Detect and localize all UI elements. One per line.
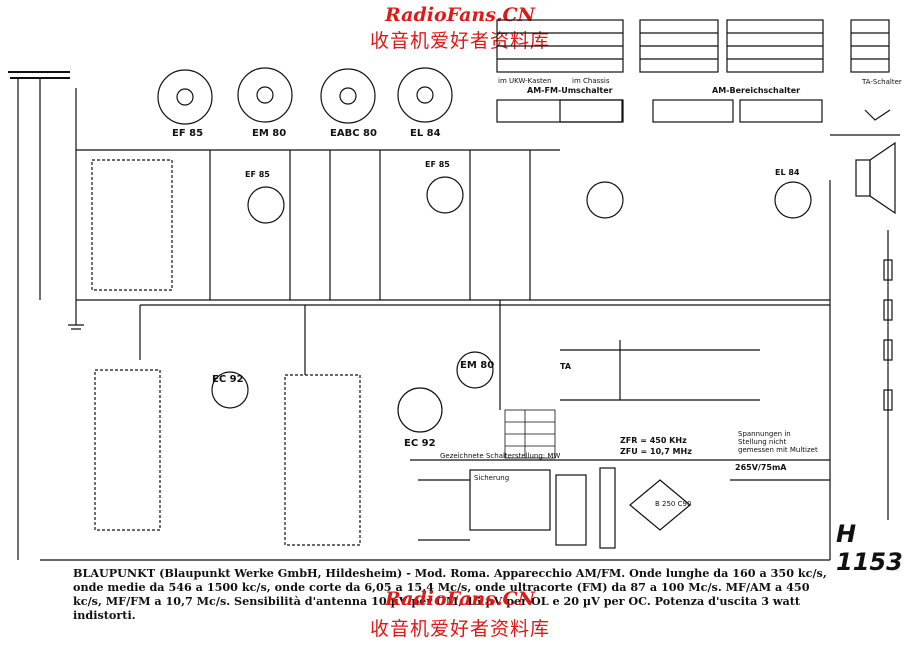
tube-label-el84-top: EL 84 (410, 128, 441, 139)
tube-label-em80-top: EM 80 (252, 128, 287, 139)
tube-label-ec92-2: EC 92 (404, 438, 436, 449)
tube-label-el84: EL 84 (775, 168, 800, 177)
watermark-chinese-bottom: 收音机爱好者资料库 (369, 618, 550, 640)
header-chassis: im Chassis (572, 77, 610, 85)
note-ta: TA (560, 362, 572, 371)
header-ukw: im UKW-Kasten (498, 77, 552, 85)
tube-label-ef85-1: EF 85 (245, 170, 270, 179)
header-ta: TA-Schalter (862, 78, 902, 86)
watermark-site-bottom: RadioFans.CN (384, 588, 536, 610)
note-rectifier: B 250 C90 (655, 500, 692, 508)
note-zf-am: ZFU = 10,7 MHz (620, 447, 692, 456)
note-hv: 265V/75mA (735, 463, 787, 472)
note-switch-position: Gezeichnete Schalterstellung: MW (440, 452, 561, 460)
model-id: H 1153 (836, 520, 903, 576)
header-bereich: AM-Bereichschalter (712, 86, 801, 95)
tube-label-ef85-top: EF 85 (172, 128, 204, 139)
note-fuse: Sicherung (474, 474, 510, 482)
tube-label-eabc80-top: EABC 80 (330, 128, 377, 139)
watermark-bottom: RadioFans.CN 收音机爱好者资料库 (0, 588, 920, 641)
tube-label-ef85-2: EF 85 (425, 160, 450, 169)
tube-label-ec92-1: EC 92 (212, 374, 244, 385)
schematic-caption: BLAUPUNKT (Blaupunkt Werke GmbH, Hildesh… (73, 566, 827, 622)
tube-label-em80: EM 80 (460, 360, 495, 371)
note-zf-fm: ZFR = 450 KHz (620, 436, 687, 445)
note-voltage: Spannungen in Stellung nicht gemessen mi… (738, 430, 818, 454)
header-amfm: AM-FM-Umschalter (527, 86, 613, 95)
